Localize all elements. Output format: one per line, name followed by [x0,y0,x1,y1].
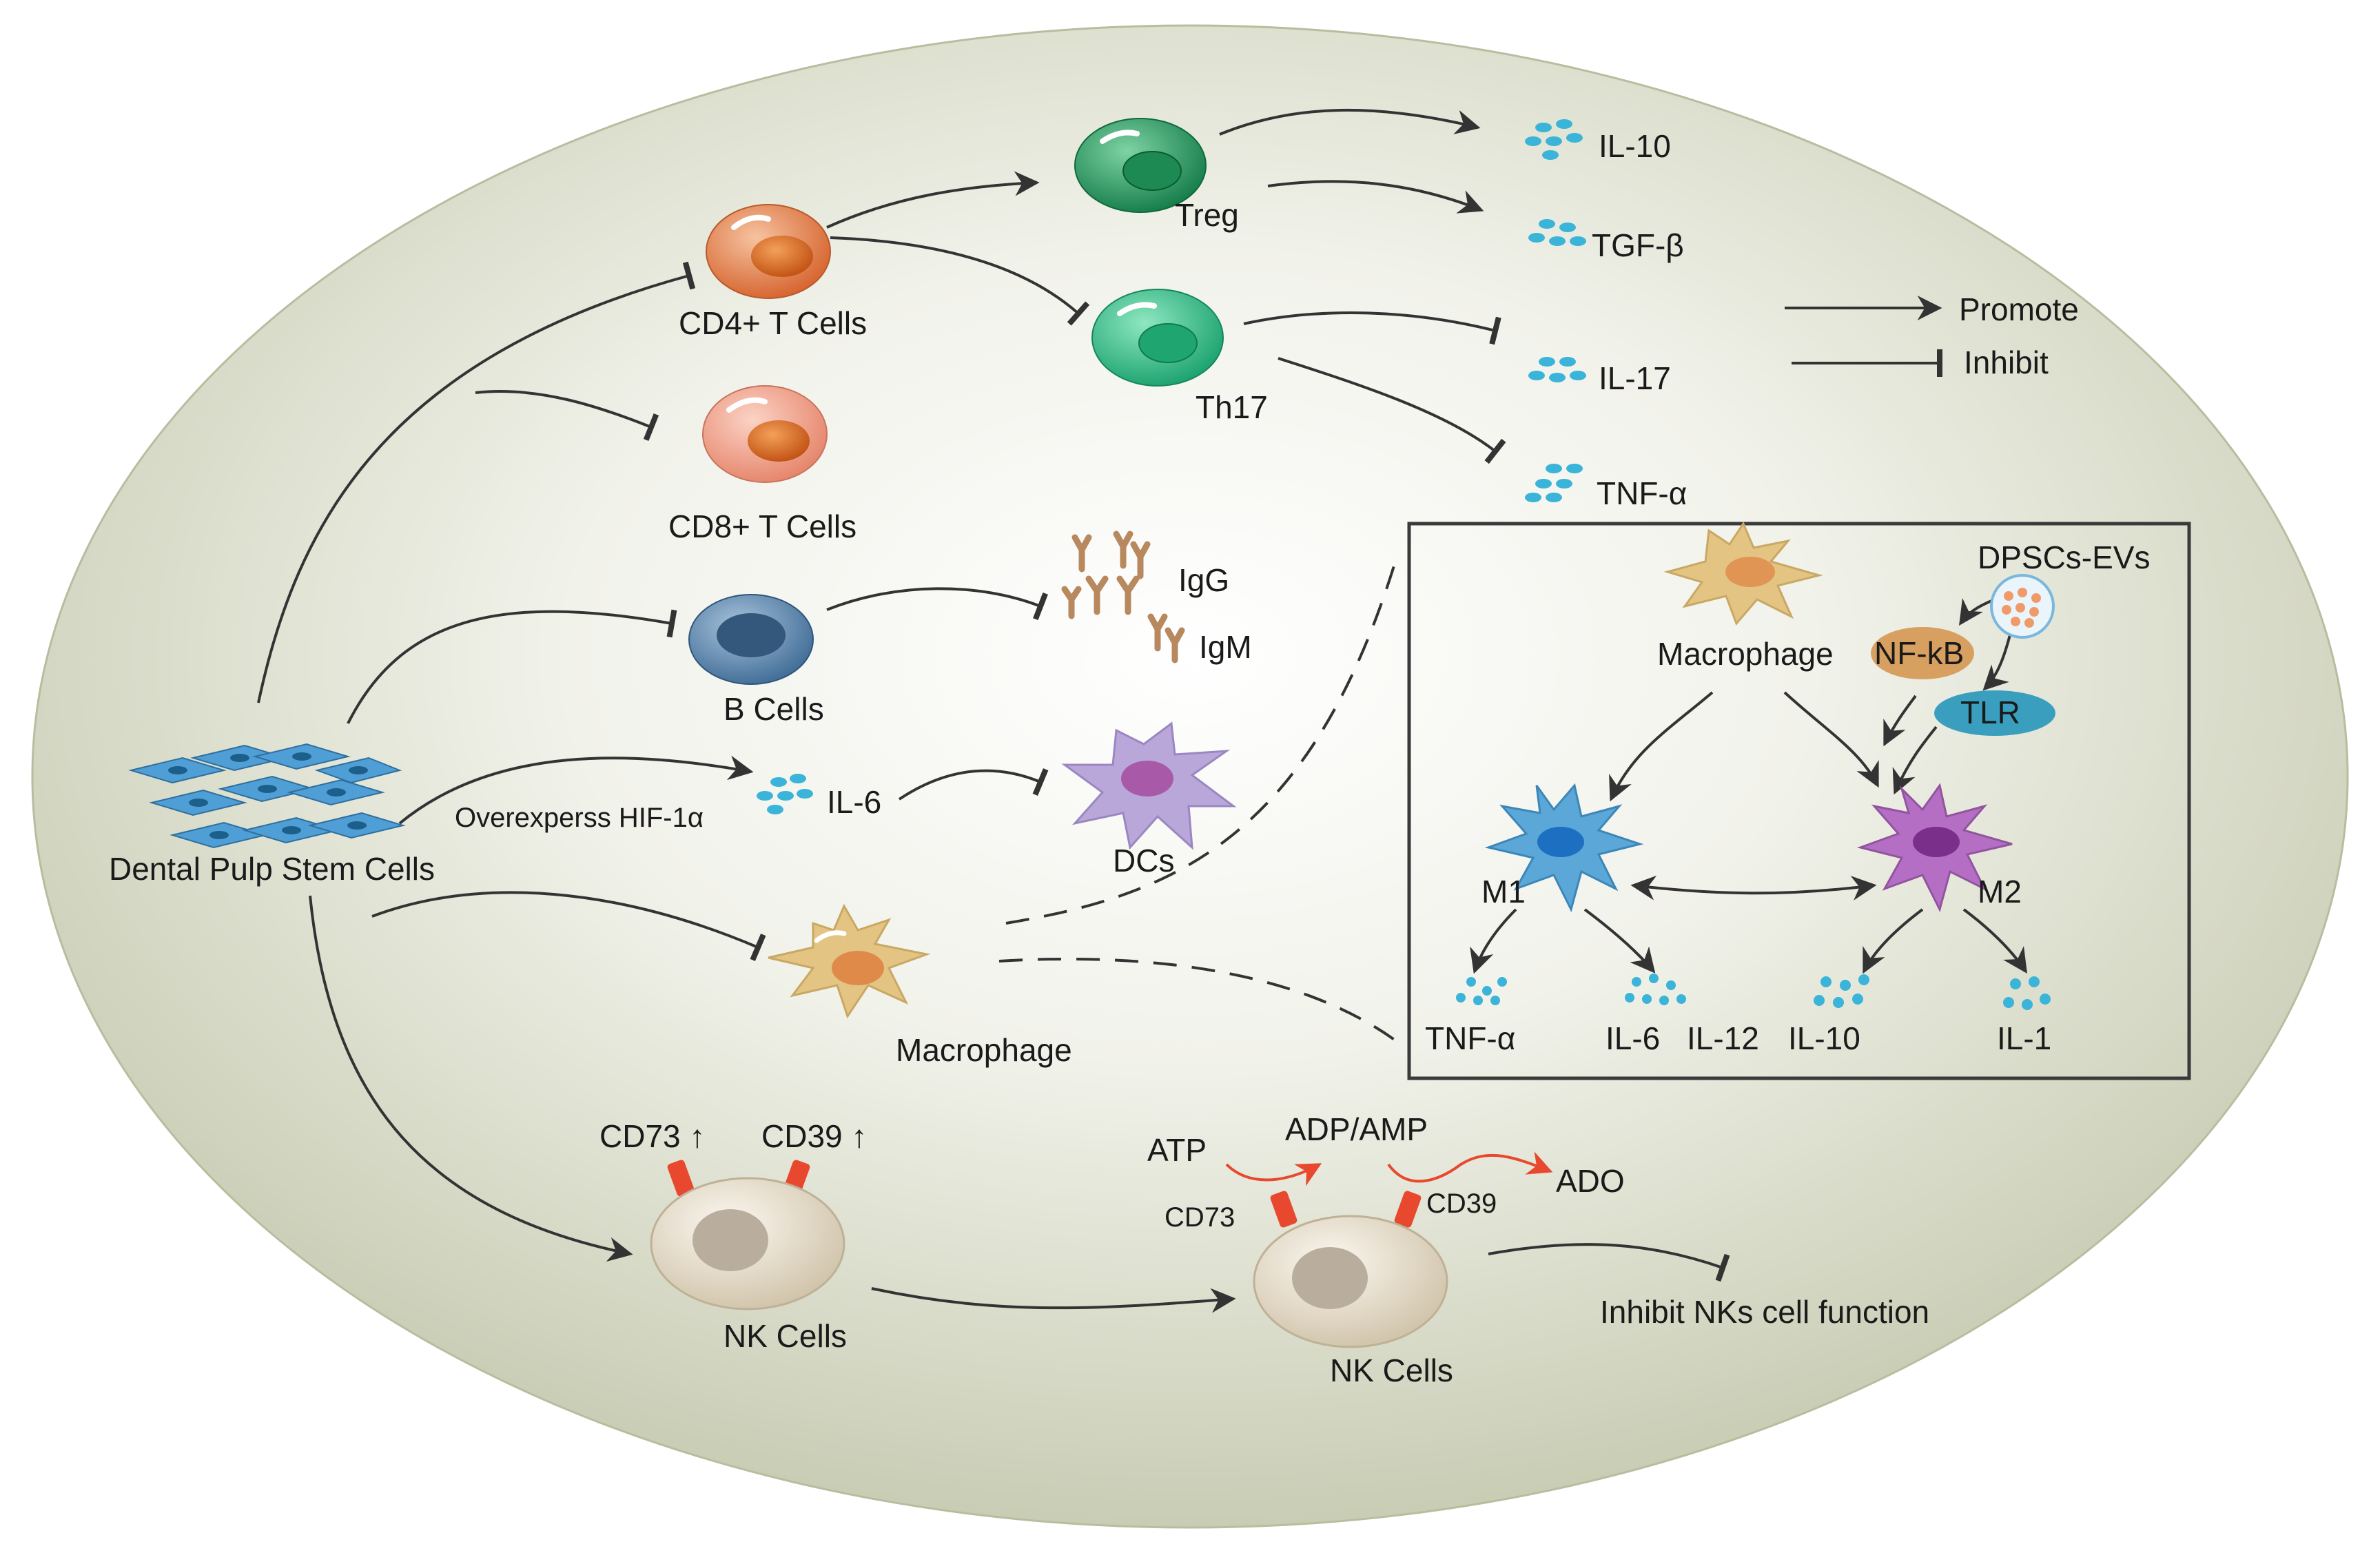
nk-cell-1 [650,1160,845,1310]
inset-il10-dots [1814,974,1869,1008]
bcells-label: B Cells [724,691,824,727]
inset-tnfa-label: TNF-α [1425,1020,1515,1056]
il17-dots [1528,357,1586,382]
legend-inhibit: Inhibit [1964,344,2049,380]
inset-il10-label: IL-10 [1788,1020,1860,1056]
macrophage-cell [768,903,931,1019]
cd73-up-label: CD73 ↑ [599,1118,705,1154]
cd73-label: CD73 [1165,1202,1235,1233]
th17-label: Th17 [1196,389,1268,425]
nfkb-shape [1871,627,1974,679]
tnfa-dots [1525,464,1583,502]
legend: Promote Inhibit [1785,291,2079,380]
il6-dots [757,774,813,814]
inset-il6-dots [1625,974,1686,1005]
inset-macrophage-label: Macrophage [1657,636,1834,672]
inset-tnfa-dots [1456,977,1507,1005]
cd8-label: CD8+ T Cells [668,508,856,544]
cd39-label: CD39 [1426,1189,1497,1219]
il10-label: IL-10 [1599,128,1671,164]
m2-cell [1856,783,2013,913]
nk-cell-2 [1253,1191,1448,1348]
m2-label: M2 [1978,874,2022,909]
tlr-shape [1934,690,2055,736]
nk2-label: NK Cells [1330,1353,1453,1388]
dpsc-cluster [128,743,406,849]
ado-label: ADO [1556,1163,1625,1199]
cd39-up-label: CD39 ↑ [761,1118,867,1154]
igm-label: IgM [1199,629,1252,665]
treg-label: Treg [1175,197,1239,233]
m1-label: M1 [1481,874,1526,909]
legend-promote: Promote [1959,291,2079,327]
cd4-cell [706,204,831,299]
inset-il1-label: IL-1 [1997,1020,2051,1056]
antibody-icons [1061,531,1185,664]
tgfb-label: TGF-β [1592,227,1684,263]
tnfa-label: TNF-α [1597,475,1687,511]
adp-amp-label: ADP/AMP [1285,1111,1428,1147]
dpsc-evs-icon [1990,574,2055,639]
treg-cell [1074,118,1207,213]
nfkb-label: NF-kB [1874,635,1964,671]
b-cell [688,594,814,685]
inset-il12-label: IL-12 [1687,1020,1759,1056]
nk1-label: NK Cells [724,1318,847,1354]
atp-label: ATP [1147,1132,1207,1168]
inset-il1-dots [2003,976,2051,1010]
inset-il6-label: IL-6 [1606,1020,1660,1056]
igg-label: IgG [1178,562,1229,598]
inset-macrophage-cell [1663,521,1823,626]
dcs-label: DCs [1113,843,1174,878]
th17-cell [1091,289,1224,387]
tlr-label: TLR [1960,695,2020,730]
overexpress-label: Overexperss HIF-1α [455,803,704,833]
cytokine-dots [757,119,1586,814]
macrophage-label: Macrophage [896,1032,1072,1068]
inset-panel: Macrophage NF-kB TLR DPSCs-EVs M1 [1407,521,2191,1080]
inhibit-nk-label: Inhibit NKs cell function [1600,1294,1929,1330]
dpsc-label: Dental Pulp Stem Cells [109,851,435,887]
dpsc-evs-label: DPSCs-EVs [1978,539,2150,575]
il10-dots [1525,119,1583,160]
il6-label: IL-6 [827,784,881,820]
connectors [257,108,1730,1313]
m1-cell [1484,783,1644,913]
il17-label: IL-17 [1599,360,1671,396]
tgfb-dots [1528,219,1586,246]
red-arrows [1225,1151,1553,1186]
dc-cell [1061,721,1237,850]
cd8-cell [702,385,828,483]
cd4-label: CD4+ T Cells [679,305,867,341]
